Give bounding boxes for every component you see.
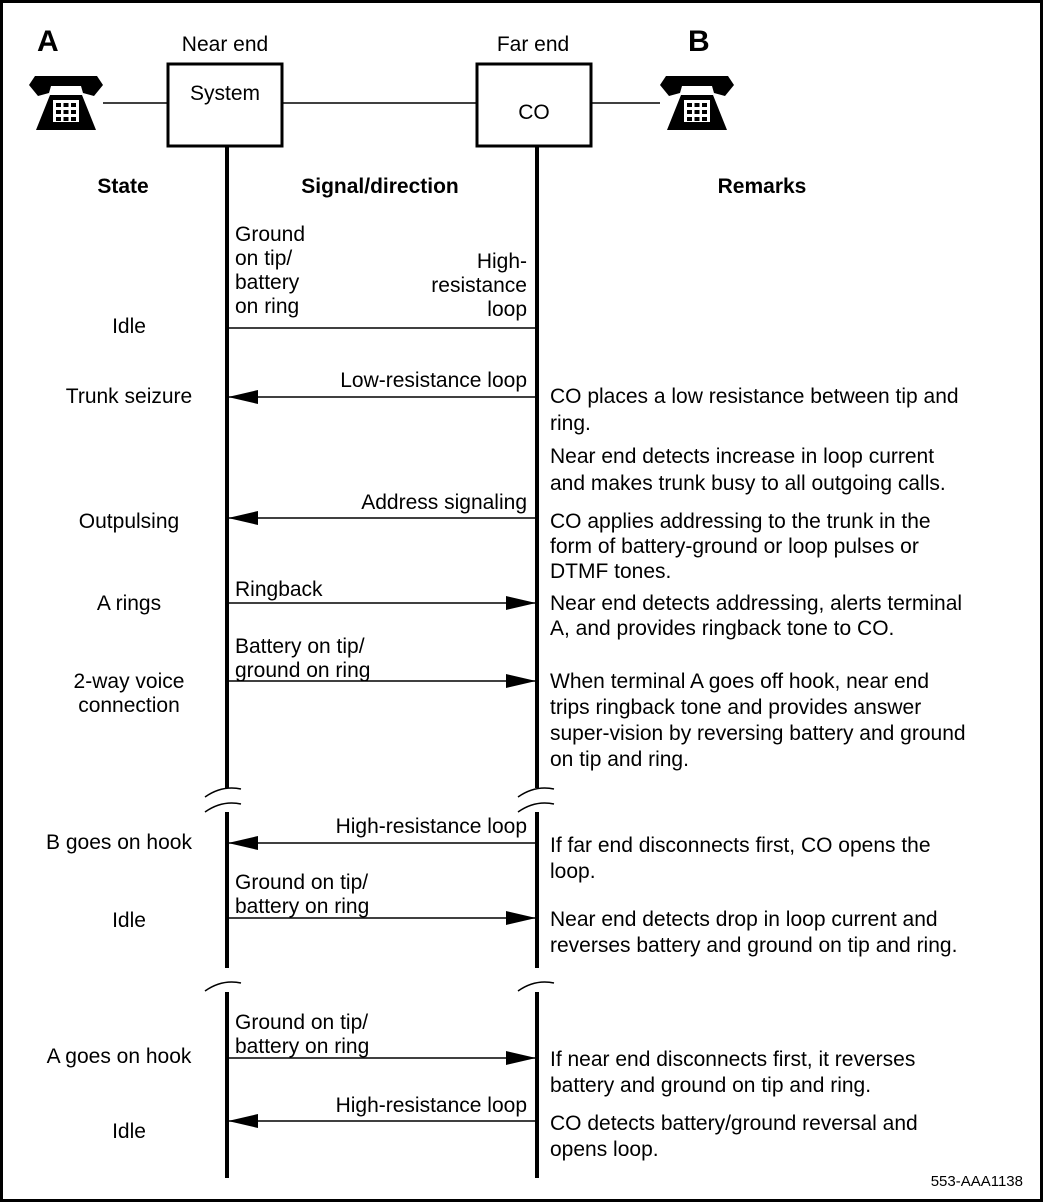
remark-line: opens loop.: [550, 1138, 659, 1161]
figure-id: 553-AAA1138: [931, 1173, 1023, 1190]
signal-label: Low-resistance loop: [340, 369, 527, 392]
state-label: Outpulsing: [79, 510, 179, 533]
signal-label: resistance: [431, 274, 527, 297]
state-label: Idle: [112, 1120, 146, 1143]
terminal-b-label: B: [688, 25, 710, 58]
remark-line: reverses battery and ground on tip and r…: [550, 934, 957, 957]
state-label: A rings: [97, 592, 161, 615]
signal-label: High-: [477, 250, 527, 273]
signal-label: battery: [235, 271, 300, 294]
signal-label: High-resistance loop: [336, 1094, 527, 1117]
lifeline-break-marks: [204, 787, 555, 992]
state-label: Idle: [112, 909, 146, 932]
remark-line: If near end disconnects first, it revers…: [550, 1048, 915, 1071]
state-label: connection: [78, 694, 180, 717]
remark-line: loop.: [550, 860, 596, 883]
telephone-icon-b: [660, 76, 734, 130]
signal-label: High-resistance loop: [336, 815, 527, 838]
remark-line: CO detects battery/ground reversal and: [550, 1112, 918, 1135]
signal-label: on tip/: [235, 247, 292, 270]
header-remarks: Remarks: [718, 175, 807, 198]
remark-line: and makes trunk busy to all outgoing cal…: [550, 472, 946, 495]
header-state: State: [97, 175, 148, 198]
telephone-icon-a: [29, 76, 103, 130]
state-label: Idle: [112, 315, 146, 338]
state-label: A goes on hook: [47, 1045, 192, 1068]
remark-line: Near end detects drop in loop current an…: [550, 908, 938, 931]
remark-line: on tip and ring.: [550, 748, 689, 771]
state-label: 2-way voice: [74, 670, 185, 693]
remark-line: ring.: [550, 412, 591, 435]
header-signal-direction: Signal/direction: [301, 175, 459, 198]
signal-label: Ground: [235, 223, 305, 246]
signal-label: Ground on tip/: [235, 1011, 368, 1034]
signal-label: Ground on tip/: [235, 871, 368, 894]
signal-label: battery on ring: [235, 1035, 369, 1058]
signal-label: battery on ring: [235, 895, 369, 918]
far-end-label: Far end: [497, 33, 569, 56]
remark-line: Near end detects increase in loop curren…: [550, 445, 934, 468]
signal-label: loop: [487, 298, 527, 321]
co-box-label: CO: [518, 101, 550, 124]
remark-line: battery and ground on tip and ring.: [550, 1074, 871, 1097]
signal-label: on ring: [235, 295, 299, 318]
system-box: [166, 62, 284, 148]
remark-line: trips ringback tone and provides answer: [550, 696, 921, 719]
signal-label: Ringback: [235, 578, 323, 601]
signal-label: Address signaling: [361, 491, 527, 514]
state-label: Trunk seizure: [66, 385, 192, 408]
remark-line: If far end disconnects first, CO opens t…: [550, 834, 931, 857]
terminal-a-label: A: [37, 25, 59, 58]
remark-line: super-vision by reversing battery and gr…: [550, 722, 966, 745]
remark-line: Near end detects addressing, alerts term…: [550, 592, 962, 615]
remark-line: CO applies addressing to the trunk in th…: [550, 510, 931, 533]
remark-line: A, and provides ringback tone to CO.: [550, 617, 894, 640]
remark-line: DTMF tones.: [550, 560, 671, 583]
system-box-label: System: [190, 82, 260, 105]
state-label: B goes on hook: [46, 831, 192, 854]
signal-label: Battery on tip/: [235, 635, 365, 658]
remark-line: form of battery-ground or loop pulses or: [550, 535, 919, 558]
co-box: [475, 62, 593, 148]
signal-label: ground on ring: [235, 659, 370, 682]
remark-line: CO places a low resistance between tip a…: [550, 385, 959, 408]
near-end-label: Near end: [182, 33, 268, 56]
remark-line: When terminal A goes off hook, near end: [550, 670, 929, 693]
